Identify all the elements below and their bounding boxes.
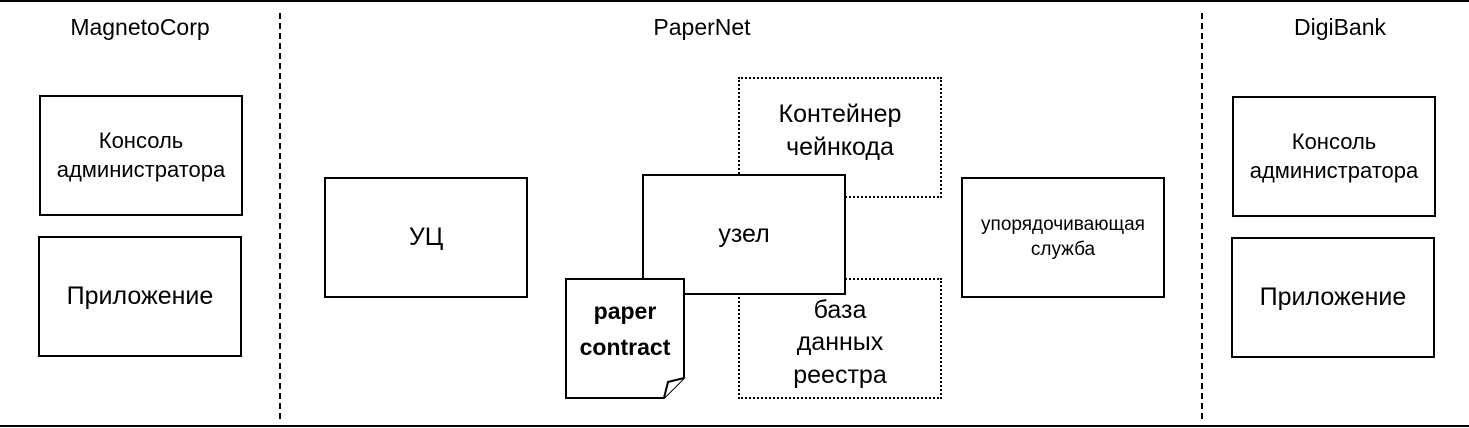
divider-left <box>279 13 281 419</box>
ledger-database-label: база данных реестра <box>793 295 887 389</box>
paper-contract-line2: contract <box>579 333 671 360</box>
paper-contract-line1: paper <box>593 298 657 324</box>
magnetocorp-title: MagnetoCorp <box>70 14 210 40</box>
peer-node-box: узел <box>642 174 846 295</box>
digibank-title: DigiBank <box>1293 14 1387 40</box>
paper-contract-label: paper contract <box>567 294 683 365</box>
admin-console-label: Консоль администратора <box>1249 128 1419 183</box>
papernet-title: PaperNet <box>653 14 751 40</box>
top-border <box>0 0 1469 2</box>
admin-console-label: Консоль администратора <box>56 127 226 182</box>
ca-label: УЦ <box>408 223 444 252</box>
paper-contract-document-icon <box>565 278 685 399</box>
magnetocorp-admin-console: Консоль администратора <box>39 95 243 216</box>
application-label: Приложение <box>66 282 214 311</box>
digibank-admin-console: Консоль администратора <box>1232 96 1436 217</box>
application-label: Приложение <box>1259 283 1407 312</box>
ledger-database-box: база данных реестра <box>738 278 942 399</box>
peer-node-label: узел <box>718 220 770 249</box>
digibank-application: Приложение <box>1231 237 1435 358</box>
orderer-label: упорядочивающая служба <box>981 213 1145 260</box>
divider-right <box>1201 13 1203 419</box>
ca-box: УЦ <box>324 177 528 298</box>
orderer-box: упорядочивающая служба <box>961 177 1165 298</box>
magnetocorp-application: Приложение <box>38 236 242 357</box>
bottom-border <box>0 425 1469 427</box>
chaincode-container-label: Контейнер чейнкода <box>778 100 902 161</box>
